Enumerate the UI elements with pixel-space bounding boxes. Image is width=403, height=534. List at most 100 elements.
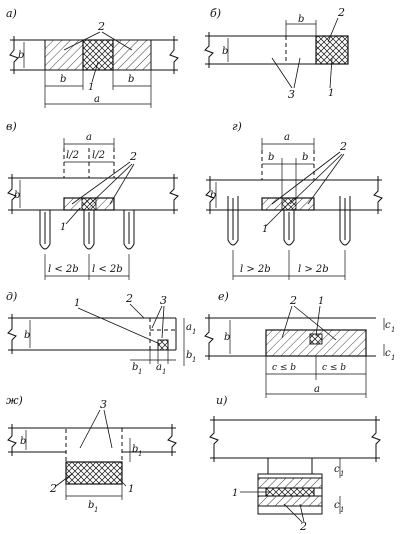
label-2: 2 (339, 140, 347, 153)
label-b: b (24, 330, 30, 341)
label-a1: a (156, 362, 162, 373)
label-b: b (222, 46, 228, 57)
leader (151, 305, 163, 329)
panel-letter: г) (232, 120, 242, 133)
leader (71, 161, 131, 205)
label-b: b (268, 152, 274, 163)
label-1: 1 (262, 224, 268, 235)
label-2: 2 (289, 294, 297, 307)
leader (329, 57, 333, 89)
label-b: b (210, 190, 216, 201)
panel-letter: б) (210, 7, 221, 20)
label-1: 1 (60, 222, 66, 233)
leader (265, 207, 285, 227)
label-2: 2 (337, 6, 345, 19)
leader (283, 503, 303, 523)
label-b1: b (132, 444, 138, 455)
pile (83, 210, 95, 250)
leader (55, 473, 73, 487)
panel-v: в) a l/2 l/2 b 2 1 l < 2b (6, 120, 179, 280)
label-a1: a (186, 322, 192, 333)
leader (113, 473, 127, 487)
label-b1: b (88, 500, 94, 511)
label-l-half: l/2 (92, 150, 105, 161)
break-mark (373, 176, 383, 214)
panel-zh: ж) b 3 b 1 2 1 b 1 (6, 394, 177, 514)
label-2: 2 (97, 20, 105, 33)
pile (123, 210, 135, 250)
leader (89, 163, 133, 205)
label-1: 1 (232, 488, 238, 499)
loaded-area (82, 39, 114, 71)
label-sub: 1 (192, 356, 196, 364)
leader (293, 57, 301, 89)
label-b: b (128, 74, 134, 85)
label-sub: 1 (162, 368, 166, 376)
break-mark (169, 36, 179, 74)
loaded-area (65, 461, 123, 485)
label-l-le-2b: l < 2b (48, 264, 79, 275)
label-sub: 1 (340, 470, 344, 478)
break-mark (7, 314, 17, 354)
label-2: 2 (125, 292, 133, 305)
leader (101, 31, 133, 51)
break-mark (7, 424, 17, 456)
pile (283, 210, 295, 246)
hatched-zone (112, 39, 152, 71)
leader (299, 503, 305, 523)
label-2: 2 (49, 482, 57, 495)
label-b: b (298, 14, 304, 25)
label-b: b (14, 190, 20, 201)
break-mark (169, 174, 179, 214)
label-2: 2 (299, 520, 307, 533)
break-mark (204, 314, 214, 360)
label-sub: 1 (340, 506, 344, 514)
label-b1: b (186, 350, 192, 361)
panel-a: а) b 2 1 b b a (6, 7, 179, 108)
label-a: a (86, 132, 92, 143)
leader (103, 409, 113, 449)
label-sub: 1 (391, 326, 395, 334)
panel-letter: и) (216, 394, 227, 407)
panel-letter: а) (6, 7, 17, 20)
loaded-area-core (281, 197, 297, 211)
support-outline (257, 473, 323, 515)
panel-letter: д) (6, 290, 17, 303)
leader (161, 305, 165, 339)
leader (129, 303, 145, 319)
leader (293, 305, 337, 341)
panel-letter: ж) (6, 394, 23, 407)
break-mark (209, 416, 219, 462)
panel-letter: в) (6, 120, 17, 133)
leader (77, 307, 161, 345)
label-3: 3 (160, 294, 167, 307)
leader (63, 31, 101, 51)
label-sub: 1 (138, 368, 142, 376)
label-sub: 1 (192, 328, 196, 336)
loaded-area (157, 339, 169, 351)
hatched-zone (44, 39, 84, 71)
leader (271, 57, 293, 89)
leader (289, 153, 343, 205)
panel-e: е) b 2 1 c 1 c 1 c ≤ b c ≤ b a (204, 290, 395, 398)
leader (307, 153, 345, 205)
hatched-zone (257, 495, 323, 507)
label-1: 1 (88, 82, 94, 93)
leader (271, 151, 341, 205)
label-sub: 1 (94, 506, 98, 514)
break-mark (205, 176, 215, 214)
label-a: a (94, 94, 100, 105)
panel-i: и) c 1 c 1 1 2 (209, 394, 381, 533)
panel-g: г) a b b b 2 1 l > 2b l (205, 120, 383, 280)
design-area-outline (65, 427, 123, 463)
label-b: b (302, 152, 308, 163)
label-a: a (284, 132, 290, 143)
pile (227, 196, 239, 246)
label-b1: b (132, 362, 138, 373)
label-c1: c (385, 320, 391, 331)
break-mark (204, 32, 214, 68)
label-3: 3 (100, 398, 107, 411)
label-b: b (18, 50, 24, 61)
break-mark (9, 36, 19, 74)
